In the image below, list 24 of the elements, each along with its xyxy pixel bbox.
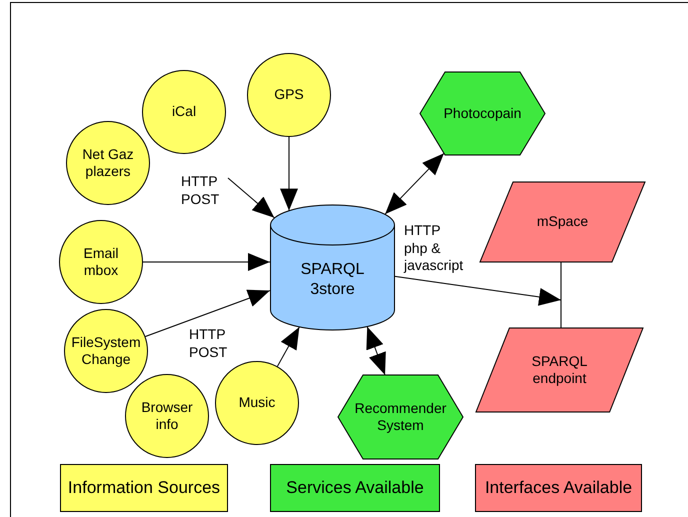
node-text: SPARQL 3store xyxy=(300,260,366,300)
node-text: iCal xyxy=(170,103,198,121)
node-text: FileSystem Change xyxy=(70,334,142,368)
node-text: Email mbox xyxy=(82,244,120,280)
arrow xyxy=(228,178,275,218)
node-text: Browser info xyxy=(140,398,194,434)
arrow xyxy=(366,326,386,376)
edge-label: HTTP php & javascript xyxy=(404,222,465,274)
arrow xyxy=(394,276,562,306)
legend-key: Interfaces Available xyxy=(475,464,642,512)
arrow xyxy=(276,326,300,367)
arrow xyxy=(280,136,298,212)
legend-key: Services Available xyxy=(270,464,440,512)
node-text: mSpace xyxy=(536,213,590,231)
node-text: Music xyxy=(238,394,276,412)
arrow xyxy=(144,290,270,337)
node-text: GPS xyxy=(273,86,305,104)
node-text: SPARQL endpoint xyxy=(530,352,588,388)
node-text: Photocopain xyxy=(442,104,522,122)
arrow xyxy=(384,152,444,215)
legend-key: Information Sources xyxy=(60,464,228,512)
node-text: Net Gaz plazers xyxy=(81,146,135,180)
node-text: Recommender System xyxy=(354,400,448,434)
arrow xyxy=(142,253,270,271)
